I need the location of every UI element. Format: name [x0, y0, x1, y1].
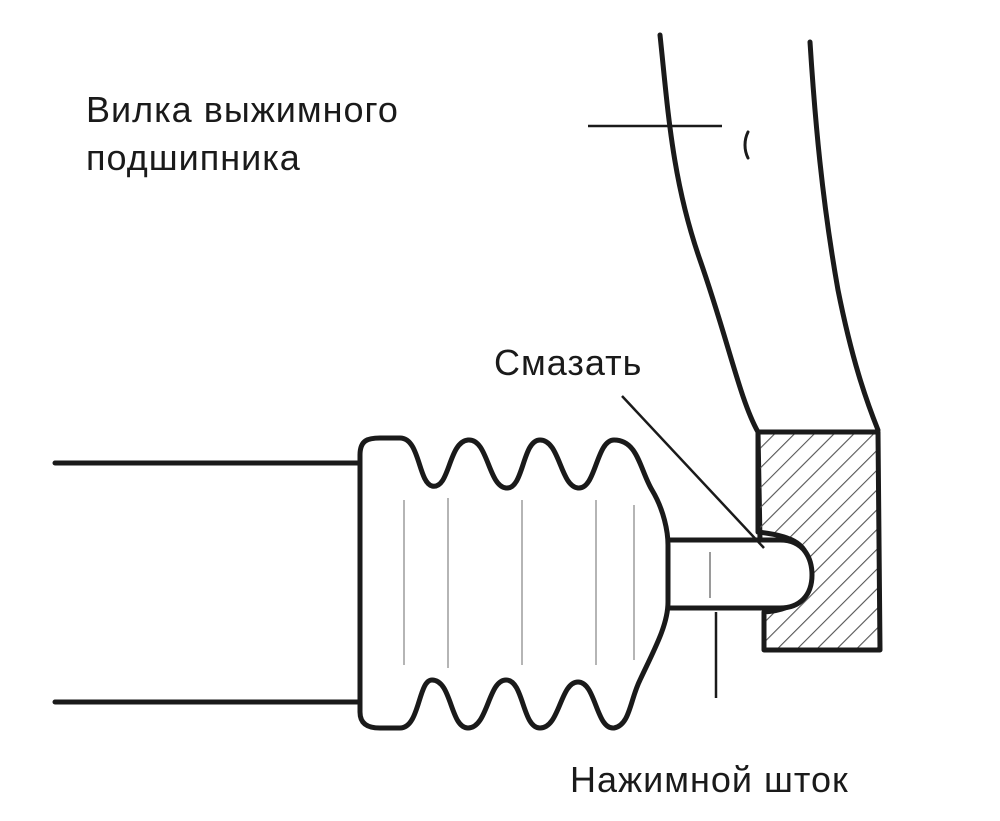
- push-rod-label: Нажимной шток: [570, 759, 849, 800]
- fork-right-edge: [807, 39, 881, 433]
- push-rod-body: [659, 537, 815, 611]
- fork-left-edge: [657, 32, 763, 543]
- slave-cylinder: [52, 460, 363, 705]
- dust-boot: [357, 435, 671, 731]
- lubricate-label: Смазать: [494, 342, 643, 383]
- fork-label-line2: подшипника: [86, 137, 301, 178]
- fork-break-mark: [743, 130, 750, 160]
- lubricate-leader-line: [621, 395, 765, 549]
- dust-boot-outline: [357, 435, 671, 731]
- fork-label-line1: Вилка выжимного: [86, 89, 399, 130]
- fork-label: Вилка выжимного подшипника: [86, 86, 399, 182]
- release-fork: [657, 32, 881, 543]
- dust-boot-shading: [403, 498, 635, 668]
- push-rod: [659, 537, 815, 611]
